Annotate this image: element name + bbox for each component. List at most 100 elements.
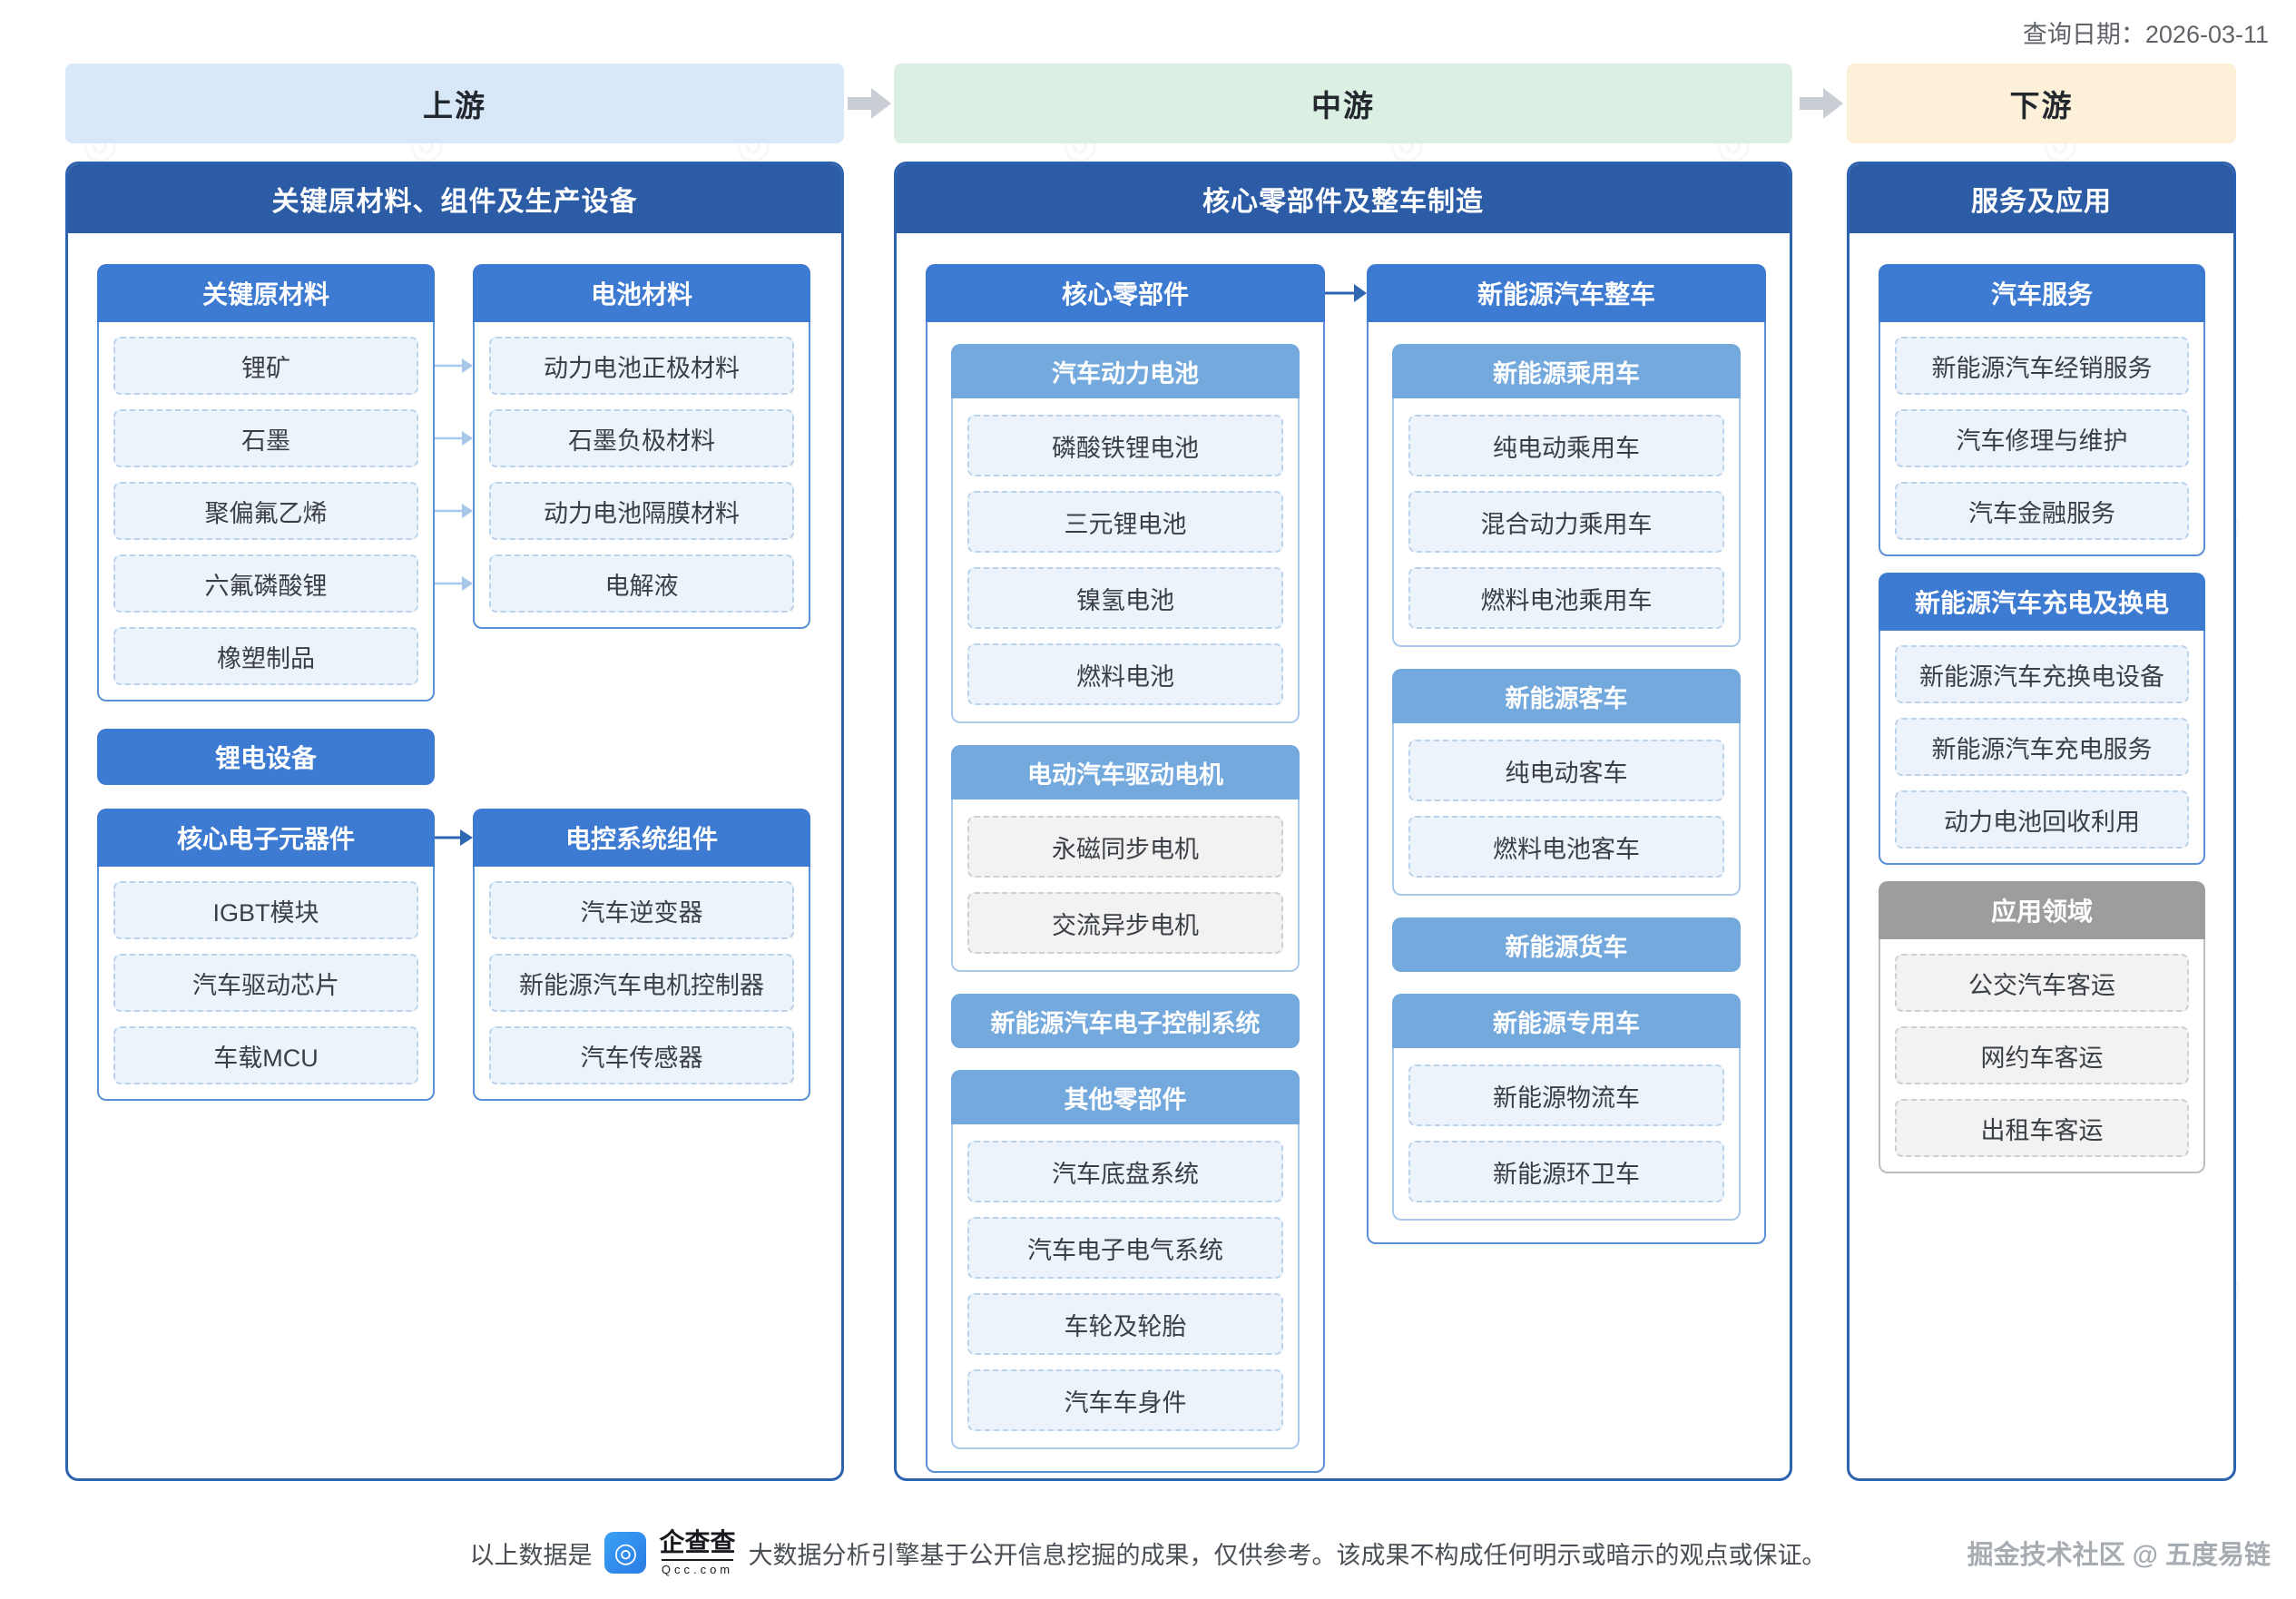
stage-header-downstream: 下游 [1847,64,2236,143]
node-sanitation-vehicle[interactable]: 新能源环卫车 [1408,1141,1724,1202]
other-parts-body: 汽车底盘系统 汽车电子电气系统 车轮及轮胎 汽车车身件 [951,1124,1300,1449]
core-parts-header[interactable]: 核心零部件 [926,264,1325,322]
special-vehicle-header[interactable]: 新能源专用车 [1392,994,1741,1048]
footer-disclaimer-text: 大数据分析引擎基于公开信息挖掘的成果，仅供参考。该成果不构成任何明示或暗示的观点… [748,1541,1827,1569]
special-vehicle-panel: 新能源专用车 新能源物流车 新能源环卫车 [1392,994,1741,1221]
node-separator-material[interactable]: 动力电池隔膜材料 [489,482,794,540]
power-battery-body: 磷酸铁锂电池 三元锂电池 镍氢电池 燃料电池 [951,398,1300,723]
qcc-brand: 企查查 Qcc.com [659,1530,735,1576]
node-taxi-transport[interactable]: 出租车客运 [1895,1099,2189,1157]
other-parts-header[interactable]: 其他零部件 [951,1070,1300,1124]
node-sensor[interactable]: 汽车传感器 [489,1026,794,1084]
ecs-components-header[interactable]: 电控系统组件 [473,809,810,867]
charging-header[interactable]: 新能源汽车充电及换电 [1879,573,2205,631]
node-body-parts[interactable]: 汽车车身件 [967,1369,1283,1431]
node-fuel-cell[interactable]: 燃料电池 [967,643,1283,705]
complete-vehicle-header[interactable]: 新能源汽车整车 [1367,264,1766,322]
node-chassis-system[interactable]: 汽车底盘系统 [967,1141,1283,1202]
node-logistics-vehicle[interactable]: 新能源物流车 [1408,1064,1724,1126]
node-motor-controller[interactable]: 新能源汽车电机控制器 [489,954,794,1012]
query-date: 查询日期：2026-03-11 [2022,21,2269,48]
community-credit: 掘金技术社区 @ 五度易链 [1967,1541,2271,1570]
application-panel: 应用领域 公交汽车客运 网约车客运 出租车客运 [1879,881,2205,1173]
core-electronics-header[interactable]: 核心电子元器件 [97,809,435,867]
node-anode-material[interactable]: 石墨负极材料 [489,409,794,467]
bus-panel: 新能源客车 纯电动客车 燃料电池客车 [1392,669,1741,896]
qcc-brand-domain: Qcc.com [661,1559,734,1575]
node-vehicle-mcu[interactable]: 车载MCU [113,1026,418,1084]
node-public-bus-transport[interactable]: 公交汽车客运 [1895,954,2189,1012]
node-fcv-passenger[interactable]: 燃料电池乘用车 [1408,567,1724,629]
application-header[interactable]: 应用领域 [1879,881,2205,939]
node-lfp-battery[interactable]: 磷酸铁锂电池 [967,415,1283,476]
node-ac-async-motor[interactable]: 交流异步电机 [967,892,1283,954]
truck-header[interactable]: 新能源货车 [1392,917,1741,972]
electronic-control-header[interactable]: 新能源汽车电子控制系统 [951,994,1300,1048]
node-hybrid-passenger[interactable]: 混合动力乘用车 [1408,491,1724,553]
node-wheels-tires[interactable]: 车轮及轮胎 [967,1293,1283,1355]
raw-materials-panel: 关键原材料 锂矿 石墨 聚偏氟乙烯 六氟磷酸锂 橡塑制品 [97,264,435,701]
node-pvdf[interactable]: 聚偏氟乙烯 [113,482,418,540]
node-battery-recycling[interactable]: 动力电池回收利用 [1895,790,2189,849]
node-cathode-material[interactable]: 动力电池正极材料 [489,337,794,395]
passenger-vehicle-body: 纯电动乘用车 混合动力乘用车 燃料电池乘用车 [1392,398,1741,647]
application-body: 公交汽车客运 网约车客运 出租车客运 [1879,939,2205,1173]
complete-vehicle-body: 新能源乘用车 纯电动乘用车 混合动力乘用车 燃料电池乘用车 新能源客车 纯电动客… [1367,322,1766,1244]
bus-header[interactable]: 新能源客车 [1392,669,1741,723]
node-charging-service[interactable]: 新能源汽车充电服务 [1895,718,2189,776]
node-auto-finance[interactable]: 汽车金融服务 [1895,482,2189,540]
special-vehicle-body: 新能源物流车 新能源环卫车 [1392,1048,1741,1221]
node-ternary-battery[interactable]: 三元锂电池 [967,491,1283,553]
battery-materials-panel: 电池材料 动力电池正极材料 石墨负极材料 动力电池隔膜材料 电解液 [473,264,810,629]
node-ride-hailing[interactable]: 网约车客运 [1895,1026,2189,1084]
footer-prefix: 以上数据是 [469,1541,593,1569]
auto-service-panel: 汽车服务 新能源汽车经销服务 汽车修理与维护 汽车金融服务 [1879,264,2205,556]
auto-service-header[interactable]: 汽车服务 [1879,264,2205,322]
drive-motor-panel: 电动汽车驱动电机 永磁同步电机 交流异步电机 [951,745,1300,972]
core-parts-body: 汽车动力电池 磷酸铁锂电池 三元锂电池 镍氢电池 燃料电池 电动汽车驱动电机 永… [926,322,1325,1473]
node-graphite[interactable]: 石墨 [113,409,418,467]
auto-service-body: 新能源汽车经销服务 汽车修理与维护 汽车金融服务 [1879,322,2205,556]
node-electrical-system[interactable]: 汽车电子电气系统 [967,1217,1283,1279]
stage-header-upstream: 上游 [65,64,844,143]
battery-materials-body: 动力电池正极材料 石墨负极材料 动力电池隔膜材料 电解液 [473,322,810,629]
drive-motor-header[interactable]: 电动汽车驱动电机 [951,745,1300,800]
power-battery-header[interactable]: 汽车动力电池 [951,344,1300,398]
node-repair-maintenance[interactable]: 汽车修理与维护 [1895,409,2189,467]
node-electrolyte[interactable]: 电解液 [489,554,794,613]
power-battery-panel: 汽车动力电池 磷酸铁锂电池 三元锂电池 镍氢电池 燃料电池 [951,344,1300,723]
node-drive-chip[interactable]: 汽车驱动芯片 [113,954,418,1012]
node-inverter[interactable]: 汽车逆变器 [489,881,794,939]
passenger-vehicle-header[interactable]: 新能源乘用车 [1392,344,1741,398]
stage-flow-arrow-mid-down [1800,88,1843,119]
raw-materials-header[interactable]: 关键原材料 [97,264,435,322]
node-lithium-ore[interactable]: 锂矿 [113,337,418,395]
downstream-panel-title: 服务及应用 [1850,164,2233,233]
passenger-vehicle-panel: 新能源乘用车 纯电动乘用车 混合动力乘用车 燃料电池乘用车 [1392,344,1741,647]
battery-materials-header[interactable]: 电池材料 [473,264,810,322]
node-charging-equipment[interactable]: 新能源汽车充换电设备 [1895,645,2189,703]
stage-header-midstream: 中游 [894,64,1792,143]
node-rubber-plastic[interactable]: 橡塑制品 [113,627,418,685]
node-igbt-module[interactable]: IGBT模块 [113,881,418,939]
qcc-logo-icon: ◎ [604,1532,647,1574]
charging-body: 新能源汽车充换电设备 新能源汽车充电服务 动力电池回收利用 [1879,631,2205,865]
ecs-components-body: 汽车逆变器 新能源汽车电机控制器 汽车传感器 [473,867,810,1101]
other-parts-panel: 其他零部件 汽车底盘系统 汽车电子电气系统 车轮及轮胎 汽车车身件 [951,1070,1300,1449]
lithium-equipment-header[interactable]: 锂电设备 [97,729,435,785]
bus-body: 纯电动客车 燃料电池客车 [1392,723,1741,896]
upstream-panel-title: 关键原材料、组件及生产设备 [68,164,841,233]
node-bev-bus[interactable]: 纯电动客车 [1408,740,1724,801]
node-pm-sync-motor[interactable]: 永磁同步电机 [967,816,1283,878]
node-dealer-service[interactable]: 新能源汽车经销服务 [1895,337,2189,395]
complete-vehicle-panel: 新能源汽车整车 新能源乘用车 纯电动乘用车 混合动力乘用车 燃料电池乘用车 新能… [1367,264,1766,1244]
downstream-panel: 服务及应用 汽车服务 新能源汽车经销服务 汽车修理与维护 汽车金融服务 新能源汽… [1847,162,2236,1481]
raw-materials-body: 锂矿 石墨 聚偏氟乙烯 六氟磷酸锂 橡塑制品 [97,322,435,701]
stage-flow-arrow-up-mid [848,88,891,119]
node-lipf6[interactable]: 六氟磷酸锂 [113,554,418,613]
node-fcv-bus[interactable]: 燃料电池客车 [1408,816,1724,878]
node-bev-passenger[interactable]: 纯电动乘用车 [1408,415,1724,476]
node-nimh-battery[interactable]: 镍氢电池 [967,567,1283,629]
midstream-panel: 核心零部件及整车制造 核心零部件 汽车动力电池 磷酸铁锂电池 三元锂电池 镍氢电… [894,162,1792,1481]
core-electronics-panel: 核心电子元器件 IGBT模块 汽车驱动芯片 车载MCU [97,809,435,1101]
